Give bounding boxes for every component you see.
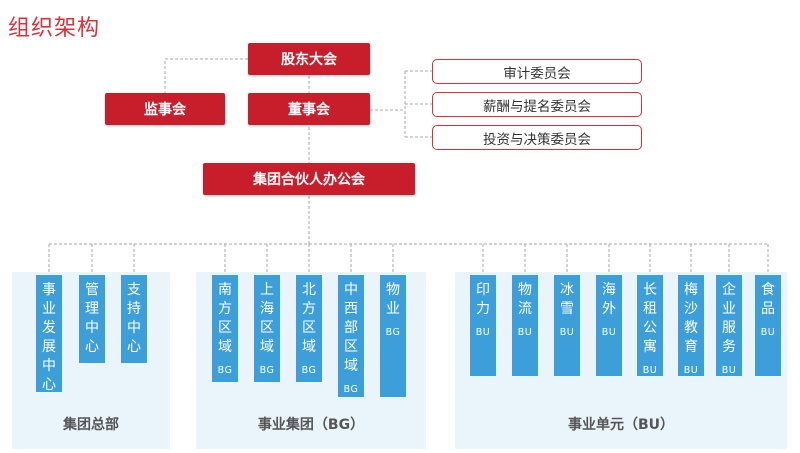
unit-type-abbr: BU — [760, 327, 776, 338]
unit-bar: 长租公寓 BU — [637, 275, 663, 376]
unit-type-abbr: BU — [601, 327, 617, 338]
shareholders-meeting-box: 股东大会 — [248, 43, 370, 75]
unit-type-abbr: BG — [385, 327, 401, 338]
unit-name: 中西部区域 — [344, 282, 358, 374]
unit-bar: 梅沙教育 BU — [678, 275, 704, 376]
unit-type-abbr: BU — [721, 365, 737, 376]
board-of-directors-box: 董事会 — [248, 93, 370, 125]
unit-name: 南方区域 — [218, 282, 232, 355]
unit-bar: 印力 BU — [470, 275, 496, 376]
unit-bar: 中西部区域 BG — [338, 275, 364, 397]
unit-name: 冰雪 — [560, 282, 574, 317]
unit-type-abbr: BU — [517, 327, 533, 338]
unit-name: 长租公寓 — [643, 282, 657, 355]
page-title: 组织架构 — [8, 16, 101, 41]
committee-audit: 审计委员会 — [432, 59, 642, 84]
unit-bar: 事业发展中心 — [36, 275, 62, 393]
unit-name: 上海区域 — [260, 282, 274, 355]
unit-type-abbr: BG — [259, 365, 275, 376]
connector-shareholders-supervisors — [164, 58, 248, 93]
unit-bar: 食品 BU — [755, 275, 781, 376]
unit-name: 北方区域 — [302, 282, 316, 355]
unit-type-abbr: BU — [642, 365, 658, 376]
unit-type-abbr: BU — [683, 365, 699, 376]
unit-name: 梅沙教育 — [684, 282, 698, 355]
unit-name: 印力 — [476, 282, 490, 317]
unit-bar: 北方区域 BG — [296, 275, 322, 382]
partners-office-box: 集团合伙人办公会 — [203, 163, 415, 195]
unit-bar: 海外 BU — [596, 275, 622, 376]
unit-type-abbr: BU — [475, 327, 491, 338]
unit-name: 食品 — [761, 282, 775, 317]
unit-bar: 管理中心 — [79, 275, 105, 363]
group-label-headquarters: 集团总部 — [63, 417, 119, 433]
unit-bar: 物业 BG — [380, 275, 406, 397]
committee-investment-decision: 投资与决策委员会 — [432, 125, 642, 150]
unit-name: 事业发展中心 — [42, 282, 56, 393]
unit-name: 物业 — [386, 282, 400, 317]
connector-drops — [48, 244, 769, 275]
group-label-business-groups: 事业集团（BG） — [257, 417, 365, 433]
unit-type-abbr: BG — [343, 384, 359, 395]
group-label-business-units: 事业单元（BU） — [567, 417, 675, 433]
unit-name: 管理中心 — [85, 282, 99, 355]
unit-bar: 南方区域 BG — [212, 275, 238, 382]
unit-name: 物流 — [518, 282, 532, 317]
unit-type-abbr: BU — [559, 327, 575, 338]
unit-name: 支持中心 — [127, 282, 141, 355]
unit-bar: 物流 BU — [512, 275, 538, 376]
unit-name: 海外 — [602, 282, 616, 317]
unit-type-abbr: BG — [301, 365, 317, 376]
supervisory-board-box: 监事会 — [105, 93, 225, 125]
unit-type-abbr: BG — [217, 365, 233, 376]
unit-name: 企业服务 — [722, 282, 736, 355]
unit-bar: 上海区域 BG — [254, 275, 280, 382]
unit-bar: 冰雪 BU — [554, 275, 580, 376]
connector-board-committees — [370, 70, 432, 138]
unit-bar: 企业服务 BU — [716, 275, 742, 376]
committee-compensation-nomination: 薪酬与提名委员会 — [432, 92, 642, 117]
unit-bar: 支持中心 — [121, 275, 147, 363]
